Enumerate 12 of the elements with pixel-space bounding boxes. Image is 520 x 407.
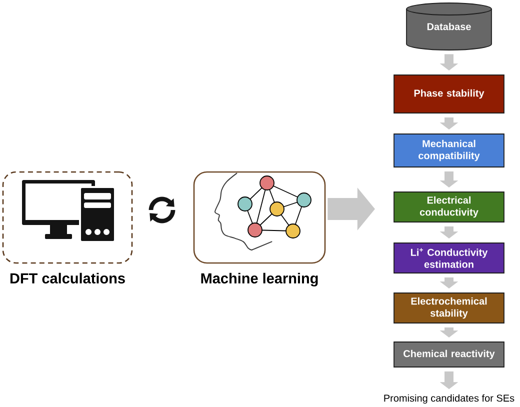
node-label: DFT calculations	[10, 272, 125, 284]
process-box: Li$^{+}$ Conductivity estimation	[394, 242, 504, 274]
rounded-box: Machine learning	[193, 171, 326, 286]
text-label: Promising candidates for SEs	[384, 394, 514, 404]
process-box: Electrochemical stability	[394, 292, 504, 324]
process-box: Chemical reactivity	[394, 342, 504, 368]
process-box: Phase stability	[394, 74, 504, 114]
node-label: Machine learning	[201, 272, 318, 286]
process-box: Mechanical compatibility	[394, 134, 504, 168]
dashed-box: DFT calculations	[2, 171, 133, 284]
database-cylinder: Database	[406, 2, 492, 50]
process-box: Electrical conductivity	[394, 192, 504, 222]
